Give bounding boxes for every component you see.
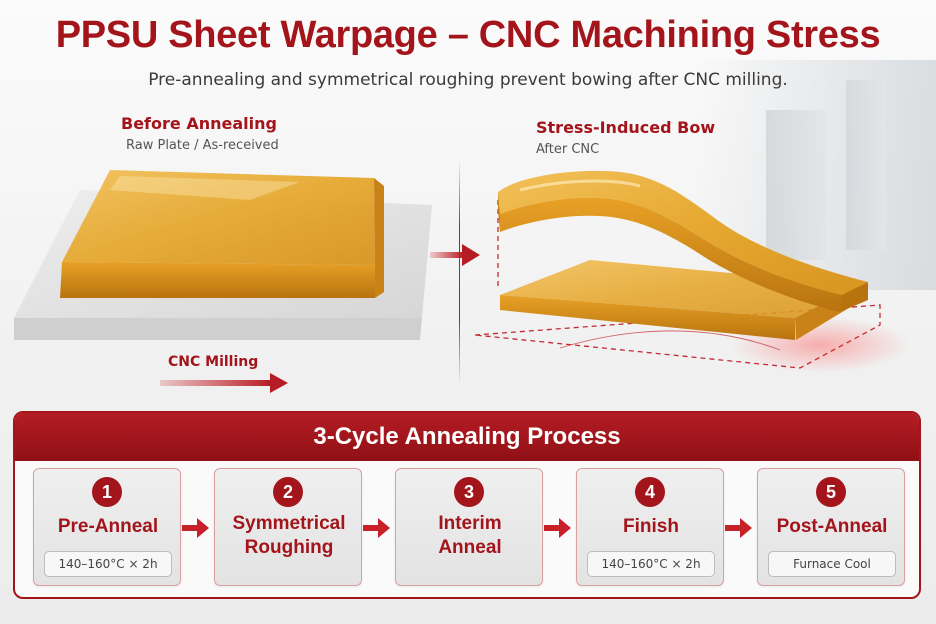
cnc-milling-label: CNC Milling (168, 354, 259, 370)
step-5-detail: Furnace Cool (768, 551, 896, 577)
step-4-title: Finish (623, 516, 679, 537)
step-3-number: 3 (454, 477, 484, 507)
section-divider (459, 160, 460, 385)
step-1-card: 1 Pre-Anneal 140–160°C × 2h (33, 468, 181, 586)
process-title: 3-Cycle Annealing Process (15, 413, 919, 461)
cnc-milling-arrow (160, 373, 288, 393)
stress-bow-caption: After CNC (536, 142, 600, 157)
annealing-process-panel: 3-Cycle Annealing Process 1 Pre-Anneal 1… (13, 411, 921, 599)
step-3-title-line2: Anneal (438, 537, 502, 558)
stress-bow-title: Stress-Induced Bow (536, 118, 716, 137)
arrow-right-icon (182, 518, 209, 538)
warped-ppsu-plate (498, 170, 868, 312)
step-2-card: 2 Symmetrical Roughing (214, 468, 362, 586)
step-5-number: 5 (816, 477, 846, 507)
arrow-right-icon (363, 518, 390, 538)
step-2-title-line1: Symmetrical (232, 513, 346, 534)
step-5-title: Post-Anneal (776, 516, 888, 537)
step-4-detail: 140–160°C × 2h (587, 551, 715, 577)
before-annealing-title: Before Annealing (121, 114, 277, 133)
page-title: PPSU Sheet Warpage – CNC Machining Stres… (55, 14, 881, 56)
before-annealing-caption: Raw Plate / As-received (126, 138, 279, 153)
page-subtitle: Pre-annealing and symmetrical roughing p… (148, 70, 788, 90)
arrow-right-icon (544, 518, 571, 538)
arrow-right-icon (725, 518, 752, 538)
step-1-detail: 140–160°C × 2h (44, 551, 172, 577)
step-4-card: 4 Finish 140–160°C × 2h (576, 468, 724, 586)
step-1-number: 1 (92, 477, 122, 507)
step-5-card: 5 Post-Anneal Furnace Cool (757, 468, 905, 586)
step-2-number: 2 (273, 477, 303, 507)
step-3-title-line1: Interim (438, 513, 502, 534)
step-3-card: 3 Interim Anneal (395, 468, 543, 586)
step-1-title: Pre-Anneal (57, 516, 159, 537)
transition-arrow-icon (430, 244, 480, 266)
raw-ppsu-plate (60, 170, 384, 298)
step-2-title-line2: Roughing (244, 537, 334, 558)
warpage-illustration (14, 170, 910, 393)
step-4-number: 4 (635, 477, 665, 507)
